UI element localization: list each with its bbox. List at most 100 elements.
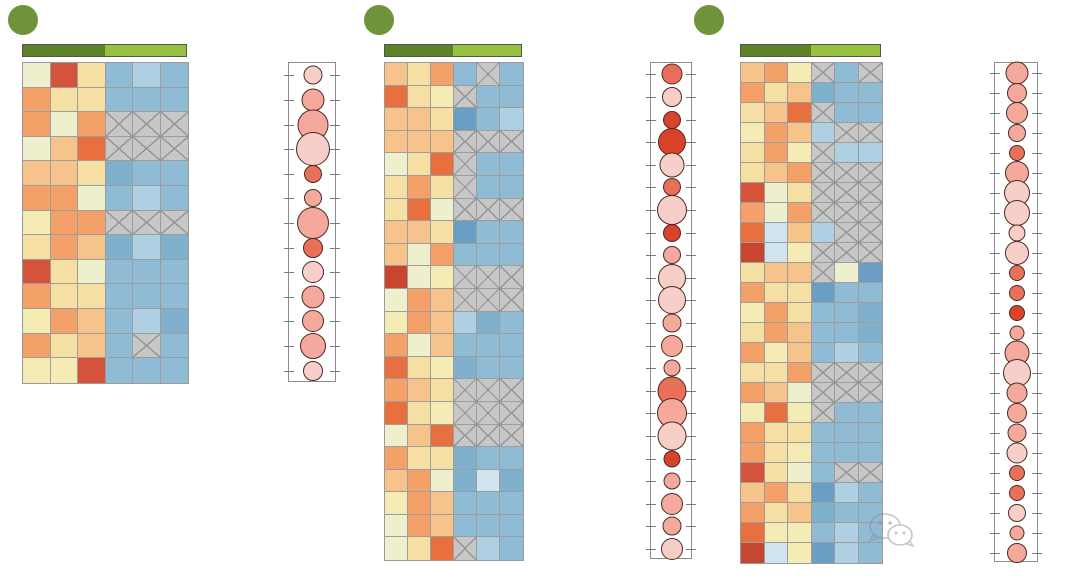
heatmap-cell: [741, 383, 765, 403]
bubble-axis-tick: [646, 390, 656, 392]
heatmap-cell: [23, 308, 51, 334]
heatmap-cell: [23, 235, 51, 260]
heatmap-cell-missing: [453, 174, 477, 199]
gene-bubble: [662, 86, 682, 107]
heatmap-cell: [741, 183, 765, 203]
bubble-axis-tick: [1032, 373, 1042, 374]
heatmap-cell: [788, 503, 812, 523]
heatmap-cell: [408, 266, 431, 289]
heatmap-cell: [105, 235, 133, 260]
heatmap-cell-missing: [834, 362, 859, 383]
heatmap-cell: [741, 363, 765, 383]
gene-bubble: [658, 128, 686, 157]
heatmap-cell: [741, 543, 765, 563]
heatmap-cell: [160, 235, 188, 260]
heatmap-cell: [23, 333, 51, 359]
bubble-axis-tick: [686, 119, 696, 121]
bubble-axis-tick: [1032, 353, 1042, 354]
heatmap-cell: [385, 153, 408, 176]
heatmap-cell: [788, 63, 812, 83]
bubble-axis-tick: [990, 73, 1000, 74]
heatmap-cell: [105, 161, 133, 186]
gene-bubble: [657, 421, 687, 451]
heatmap-cell-missing: [104, 135, 133, 162]
bubble-axis-tick: [686, 413, 696, 415]
heatmap-cell: [78, 63, 106, 88]
heatmap-cell: [477, 243, 500, 267]
heatmap-cell: [50, 308, 78, 334]
gene-bubble: [302, 310, 324, 333]
heatmap-cell: [788, 203, 812, 223]
heatmap-cell-missing: [810, 62, 835, 83]
gene-bubble: [1009, 285, 1025, 301]
heatmap-cell: [385, 130, 408, 154]
heatmap-cell: [78, 112, 106, 137]
heatmap-cell-missing: [857, 362, 883, 383]
heatmap-cell: [500, 334, 523, 357]
heatmap-cell: [78, 210, 106, 236]
heatmap-cell: [385, 424, 408, 448]
heatmap-cell: [408, 447, 431, 470]
heatmap-cell: [78, 136, 106, 162]
heatmap-cell: [454, 311, 477, 335]
gene-bubble: [663, 178, 681, 197]
bubble-axis-tick: [1032, 333, 1042, 334]
bubble-axis-tick: [990, 553, 1000, 554]
heatmap-cell: [78, 308, 106, 334]
heatmap-cell: [858, 283, 882, 303]
heatmap-cell: [431, 130, 454, 154]
heatmap-cell: [105, 87, 133, 113]
bubble-axis-tick: [686, 74, 696, 76]
heatmap-cell: [477, 469, 500, 493]
heatmap-cell: [50, 87, 78, 113]
heatmap-cell: [741, 423, 765, 443]
bubble-axis-tick: [646, 503, 656, 505]
heatmap-cell: [788, 323, 812, 343]
heatmap-cell: [788, 483, 812, 503]
annotation-segment-right: [453, 45, 521, 56]
group-annotation-bar: [740, 44, 881, 57]
heatmap-cell: [811, 503, 835, 523]
gene-bubble: [659, 152, 685, 178]
gene-bubble: [661, 334, 683, 357]
heatmap-cell: [741, 83, 765, 103]
gene-bubble: [1007, 403, 1027, 423]
heatmap-cell-missing: [857, 122, 883, 143]
heatmap-cell: [788, 363, 812, 383]
bubble-axis-tick: [330, 272, 340, 274]
bubble-axis-tick: [284, 296, 294, 298]
heatmap-cell: [23, 259, 51, 285]
heatmap-cell: [788, 443, 812, 463]
heatmap-cell: [741, 523, 765, 543]
bubble-axis-tick: [686, 435, 696, 437]
heatmap-cell-missing: [810, 402, 835, 423]
heatmap-cell: [477, 514, 500, 538]
heatmap-cell: [431, 153, 454, 176]
gene-label-list: [150, 62, 274, 382]
bubble-axis-tick: [1032, 93, 1042, 94]
gene-bubble: [1008, 224, 1026, 242]
bubble-axis-tick: [990, 193, 1000, 194]
bubble-axis-tick: [1032, 253, 1042, 254]
gene-bubble: [662, 516, 682, 536]
heatmap-cell: [811, 323, 835, 343]
bubble-axis-tick: [284, 345, 294, 347]
heatmap-cell: [133, 284, 161, 309]
bubble-axis-tick: [646, 435, 656, 437]
panel-lps-mediated-signaling-pathway: [692, 0, 1080, 564]
heatmap-cell: [788, 343, 812, 363]
bubble-axis-tick: [1032, 213, 1042, 214]
heatmap-cell: [454, 334, 477, 357]
heatmap-cell: [431, 379, 454, 402]
heatmap-cell: [160, 259, 188, 285]
heatmap-cell: [835, 103, 859, 123]
heatmap-cell: [811, 543, 835, 563]
heatmap-cell: [477, 108, 500, 131]
heatmap-cell: [788, 223, 812, 243]
heatmap-cell: [811, 463, 835, 483]
panel-number-badge: [8, 5, 38, 35]
heatmap-cell: [741, 343, 765, 363]
heatmap-cell: [50, 161, 78, 186]
gene-bubble: [1009, 145, 1025, 161]
expression-heatmap: [384, 62, 524, 562]
